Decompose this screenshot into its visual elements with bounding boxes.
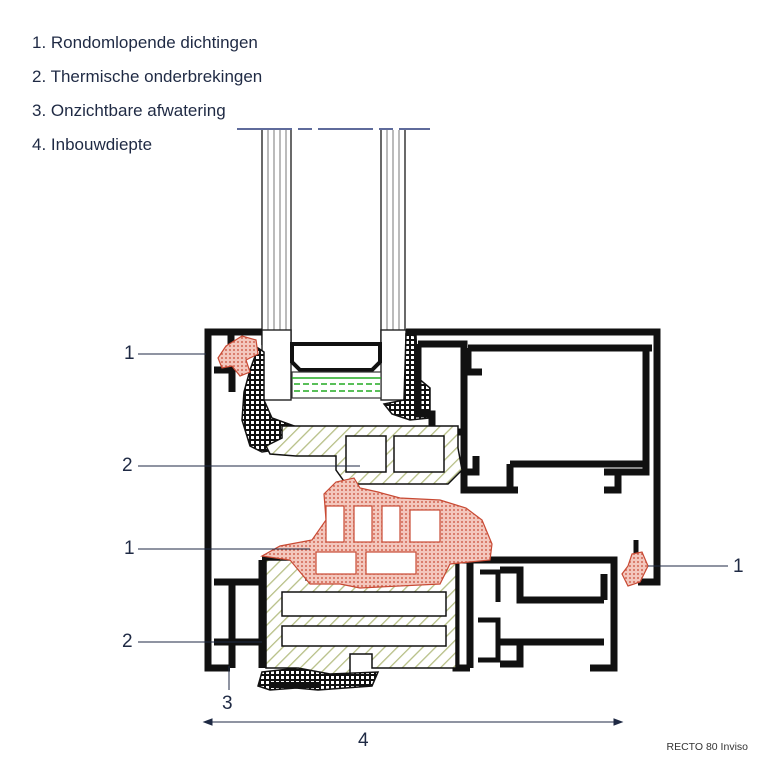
callout-seal-right: 1: [733, 556, 744, 577]
callout-thermal-lower: 2: [122, 631, 133, 652]
bead-profile: [478, 569, 501, 663]
depth-dimension: [202, 718, 624, 726]
legend-item-thermal-breaks: 2. Thermische onderbrekingen: [32, 67, 263, 86]
callout-seal-top-left: 1: [124, 343, 135, 364]
callout-depth: 4: [358, 730, 369, 751]
seal-top-left: [217, 335, 259, 377]
legend-item-seals: 1. Rondomlopende dichtingen: [32, 33, 258, 52]
callout-thermal-upper: 2: [122, 455, 133, 476]
thermal-break-lower: [265, 559, 457, 679]
legend-item-depth: 4. Inbouwdiepte: [32, 135, 153, 154]
glass-pane-left: [261, 130, 292, 345]
legend-item-drainage: 3. Onzichtbare afwatering: [32, 101, 226, 120]
callout-drainage: 3: [222, 693, 233, 714]
central-seal-chambers: [315, 505, 441, 575]
seal-right: [621, 551, 649, 587]
glass-spacer: [290, 342, 382, 399]
leader-lines: [138, 353, 728, 690]
glass-pane-right: [380, 130, 406, 345]
thermal-break-lower-chambers: [281, 565, 447, 647]
callout-seal-middle: 1: [124, 538, 135, 559]
thermal-break-upper-chambers: [345, 435, 445, 473]
legend: 1. Rondomlopende dichtingen 2. Thermisch…: [32, 26, 262, 162]
product-caption: RECTO 80 Inviso: [666, 741, 748, 753]
